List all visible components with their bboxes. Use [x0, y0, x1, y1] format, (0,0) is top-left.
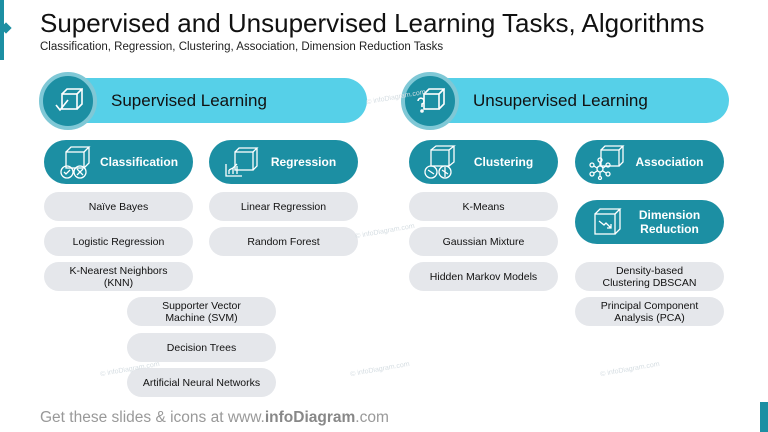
- page-subtitle: Classification, Regression, Clustering, …: [40, 41, 444, 53]
- algorithm-svm: Supporter Vector Machine (SVM): [127, 297, 276, 326]
- category-clustering: Clustering: [409, 140, 558, 184]
- category-label: Dimension Reduction: [638, 208, 701, 236]
- category-regression: Regression: [209, 140, 358, 184]
- category-label: Association: [635, 155, 704, 169]
- right-accent-bar: [760, 402, 768, 432]
- category-classification: Classification: [44, 140, 193, 184]
- algorithm-linear-regression: Linear Regression: [209, 192, 358, 221]
- category-label: Clustering: [473, 155, 534, 169]
- algorithm-knn: K-Nearest Neighbors (KNN): [44, 262, 193, 291]
- footer-promo[interactable]: Get these slides & icons at www.infoDiag…: [40, 409, 389, 427]
- supervised-banner: Supervised Learning: [55, 78, 367, 123]
- supervised-cube-check-icon: [39, 72, 97, 130]
- algorithm-pca: Principal Component Analysis (PCA): [575, 297, 724, 326]
- unsupervised-banner: Unsupervised Learning: [417, 78, 729, 123]
- category-association: Association: [575, 140, 724, 184]
- category-label: Classification: [100, 155, 179, 169]
- footer-suffix: .com: [355, 409, 389, 426]
- unsupervised-cube-question-icon: [401, 72, 459, 130]
- cube-check-cross-icon: [60, 146, 91, 179]
- watermark: © infoDiagram.com: [354, 222, 416, 241]
- page-title: Supervised and Unsupervised Learning Tas…: [40, 8, 705, 38]
- category-dimension-reduction: Dimension Reduction: [575, 200, 724, 244]
- supervised-label: Supervised Learning: [111, 90, 267, 110]
- cube-arrow-down-icon: [594, 208, 622, 235]
- algorithm-gaussian-mixture: Gaussian Mixture: [409, 227, 558, 256]
- algorithm-random-forest: Random Forest: [209, 227, 358, 256]
- watermark: © infoDiagram.com: [599, 360, 661, 379]
- algorithm-k-means: K-Means: [409, 192, 558, 221]
- category-label: Regression: [270, 155, 337, 169]
- cube-clusters-icon: [424, 145, 456, 179]
- algorithm-ann: Artificial Neural Networks: [127, 368, 276, 397]
- algorithm-decision-trees: Decision Trees: [127, 333, 276, 362]
- cube-chart-icon: [225, 147, 259, 177]
- footer-prefix: Get these slides & icons at www.: [40, 409, 265, 426]
- algorithm-naive-bayes: Naïve Bayes: [44, 192, 193, 221]
- cube-network-icon: [589, 145, 625, 180]
- algorithm-logistic-regression: Logistic Regression: [44, 227, 193, 256]
- unsupervised-label: Unsupervised Learning: [473, 90, 648, 110]
- watermark: © infoDiagram.com: [349, 360, 411, 379]
- algorithm-hidden-markov: Hidden Markov Models: [409, 262, 558, 291]
- algorithm-dbscan: Density-based Clustering DBSCAN: [575, 262, 724, 291]
- footer-brand: infoDiagram: [264, 409, 356, 426]
